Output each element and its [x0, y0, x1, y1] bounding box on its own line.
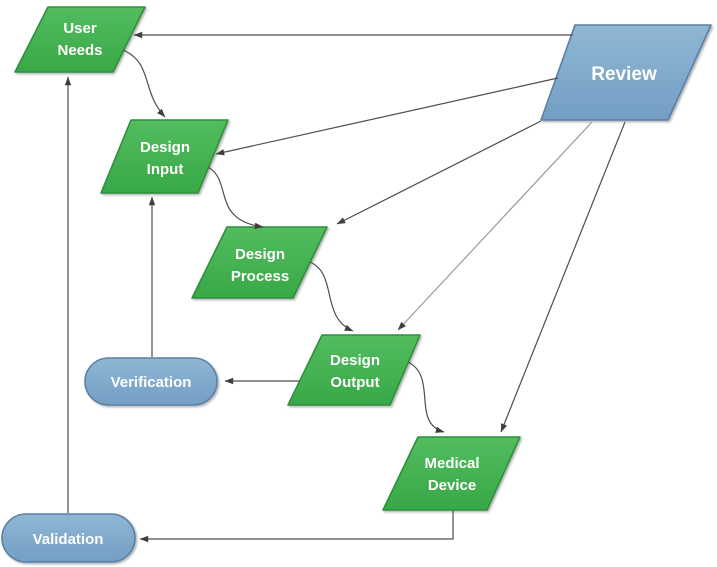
edge-review-to-medical-device — [500, 121, 626, 433]
user-needs-node — [14, 6, 146, 73]
green-nodes — [14, 6, 521, 511]
edge-review-to-design-input — [215, 77, 559, 156]
edge-design-input-to-design-process — [207, 166, 264, 230]
verification-label: Verification — [111, 374, 192, 391]
design-process-node — [191, 226, 328, 299]
medical-device-label-line2: Device — [428, 477, 476, 494]
node-labels: User Needs Design Input Design Process D… — [33, 20, 657, 548]
design-input-node — [100, 119, 229, 194]
edge-medical-device-to-validation — [139, 510, 454, 543]
edge-review-to-design-output — [397, 121, 593, 331]
design-process-label-line1: Design — [235, 246, 285, 263]
design-input-label-line2: Input — [147, 161, 184, 178]
verification-node — [84, 357, 218, 406]
connectors — [64, 31, 626, 543]
edge-user-needs-to-design-input — [122, 49, 166, 118]
medical-device-node — [382, 436, 521, 511]
design-output-label-line1: Design — [330, 352, 380, 369]
user-needs-label-line1: User — [63, 20, 97, 37]
design-input-label-line1: Design — [140, 139, 190, 156]
edge-design-process-to-design-output — [309, 261, 354, 332]
design-process-label-line2: Process — [231, 268, 289, 285]
validation-node — [1, 513, 136, 563]
user-needs-label-line2: Needs — [57, 42, 102, 59]
design-output-node — [287, 334, 421, 406]
validation-label: Validation — [33, 531, 104, 548]
edge-design-output-to-medical-device — [407, 361, 445, 433]
edge-review-to-design-process — [336, 120, 542, 225]
medical-device-label-line1: Medical — [424, 455, 479, 472]
review-label: Review — [591, 64, 657, 85]
blue-nodes — [1, 24, 712, 563]
review-node — [540, 24, 712, 121]
design-output-label-line2: Output — [330, 374, 379, 391]
